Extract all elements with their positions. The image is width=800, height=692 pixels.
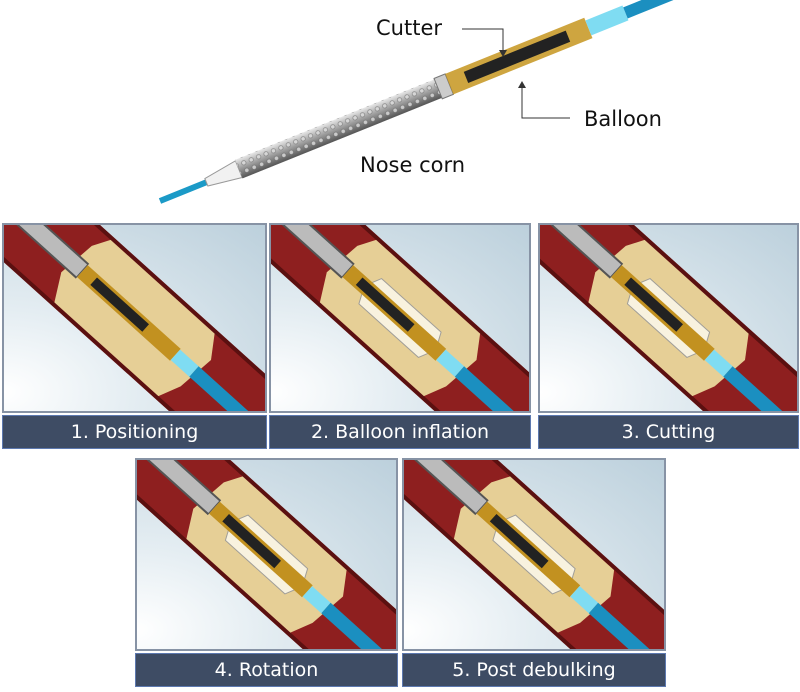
catheter-tip [454, 366, 514, 411]
cutter [222, 514, 281, 569]
step-panel-2: 2. Balloon inflation [269, 223, 531, 449]
catheter-shaft [553, 225, 622, 277]
step-caption: 1. Positioning [2, 415, 267, 449]
catheter-tip [588, 602, 650, 649]
catheter-shaft [417, 460, 487, 513]
step-caption: 5. Post debulking [402, 653, 666, 687]
step-illustration [402, 458, 666, 651]
catheter-marker [570, 586, 599, 614]
catheter-tip [723, 366, 783, 411]
catheter-shaft [149, 460, 220, 513]
cutter [355, 277, 415, 332]
catheter-marker [436, 349, 465, 377]
step-illustration [538, 223, 799, 413]
balloon-label: Balloon [584, 107, 662, 131]
catheter-shaft [284, 225, 353, 277]
step-illustration [2, 223, 267, 413]
catheter-tip [321, 602, 382, 649]
step-panel-1: 1. Positioning [2, 223, 267, 449]
step-panel-4: 4. Rotation [135, 458, 398, 687]
step-illustration [269, 223, 531, 413]
device-illustration: Cutter Balloon Nose corn [0, 0, 800, 215]
catheter-marker [170, 349, 199, 377]
step-panel-3: 3. Cutting [538, 223, 799, 449]
catheter-tip [189, 366, 249, 411]
cutter [90, 277, 149, 332]
catheter-marker [704, 349, 733, 377]
step-panel-5: 5. Post debulking [402, 458, 666, 687]
nose-cone-label: Nose corn [360, 153, 466, 177]
catheter-marker [302, 586, 331, 614]
cutter [624, 277, 683, 332]
catheter-shaft [19, 225, 88, 277]
cutter-label: Cutter [376, 16, 442, 40]
step-caption: 4. Rotation [135, 653, 398, 687]
cutter [489, 514, 549, 569]
step-illustration [135, 458, 398, 651]
step-caption: 2. Balloon inflation [269, 415, 531, 449]
step-caption: 3. Cutting [538, 415, 799, 449]
